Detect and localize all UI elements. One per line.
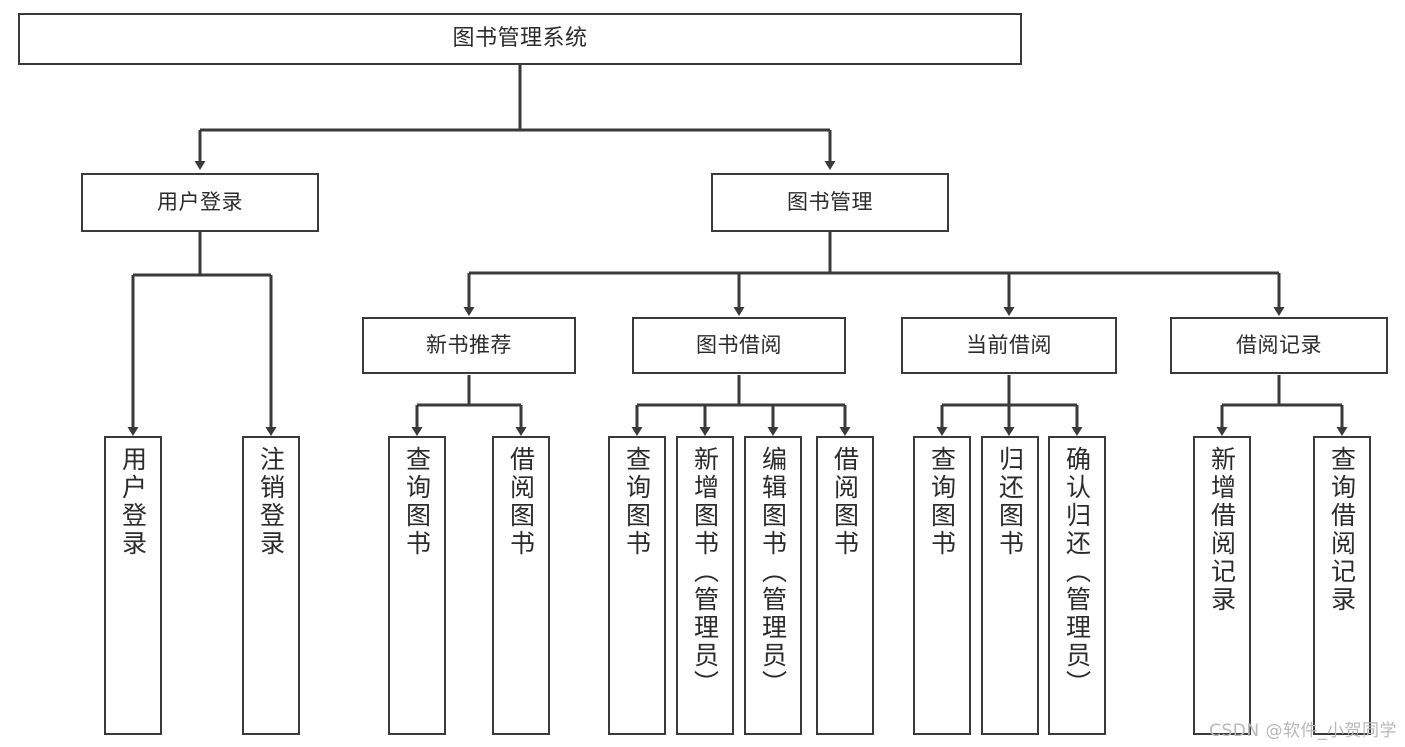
node-leaf-add-book[interactable]: 新增图书（管理员）: [676, 436, 734, 735]
node-book-manage[interactable]: 图书管理: [711, 173, 949, 232]
node-leaf-add-book-label: 新增图书（管理员）: [690, 446, 720, 698]
node-leaf-edit-book-label: 编辑图书（管理员）: [758, 446, 788, 698]
node-leaf-confirm-return[interactable]: 确认归还（管理员）: [1048, 436, 1106, 735]
watermark: CSDN @软件_小贺同学: [1209, 721, 1397, 741]
node-current-borrow[interactable]: 当前借阅: [901, 317, 1117, 374]
node-leaf-borrow-book-2-label: 借阅图书: [830, 446, 860, 558]
node-user-login-label: 用户登录: [157, 190, 243, 215]
node-book-borrow[interactable]: 图书借阅: [632, 317, 846, 374]
node-root-label: 图书管理系统: [452, 26, 588, 52]
node-current-borrow-label: 当前借阅: [966, 333, 1052, 358]
node-user-login[interactable]: 用户登录: [81, 173, 319, 232]
node-book-borrow-label: 图书借阅: [696, 333, 782, 358]
node-leaf-return-book-label: 归还图书: [995, 446, 1025, 558]
node-root[interactable]: 图书管理系统: [18, 13, 1022, 65]
node-leaf-borrow-book-2[interactable]: 借阅图书: [816, 436, 874, 735]
node-leaf-borrow-book-1-label: 借阅图书: [506, 446, 536, 558]
node-new-book-recommend[interactable]: 新书推荐: [362, 317, 576, 374]
node-leaf-return-book[interactable]: 归还图书: [981, 436, 1039, 735]
node-leaf-confirm-return-label: 确认归还（管理员）: [1062, 446, 1092, 698]
node-book-manage-label: 图书管理: [787, 190, 873, 215]
node-leaf-borrow-book-1[interactable]: 借阅图书: [492, 436, 550, 735]
node-leaf-edit-book[interactable]: 编辑图书（管理员）: [744, 436, 802, 735]
node-leaf-query-book-3[interactable]: 查询图书: [913, 436, 971, 735]
node-leaf-add-record-label: 新增借阅记录: [1207, 446, 1237, 614]
node-leaf-query-record-label: 查询借阅记录: [1327, 446, 1357, 614]
node-borrow-record-label: 借阅记录: [1236, 333, 1322, 358]
node-leaf-query-book-3-label: 查询图书: [927, 446, 957, 558]
node-borrow-record[interactable]: 借阅记录: [1170, 317, 1388, 374]
node-leaf-user-login-label: 用户登录: [118, 446, 148, 558]
node-leaf-query-book-1[interactable]: 查询图书: [388, 436, 446, 735]
node-leaf-logout-label: 注销登录: [256, 446, 286, 558]
node-leaf-add-record[interactable]: 新增借阅记录: [1193, 436, 1251, 735]
node-leaf-user-login[interactable]: 用户登录: [104, 436, 162, 735]
node-leaf-query-book-2[interactable]: 查询图书: [608, 436, 666, 735]
node-leaf-query-book-2-label: 查询图书: [622, 446, 652, 558]
node-leaf-logout[interactable]: 注销登录: [242, 436, 300, 735]
node-leaf-query-record[interactable]: 查询借阅记录: [1313, 436, 1371, 735]
node-new-book-recommend-label: 新书推荐: [426, 333, 512, 358]
node-leaf-query-book-1-label: 查询图书: [402, 446, 432, 558]
